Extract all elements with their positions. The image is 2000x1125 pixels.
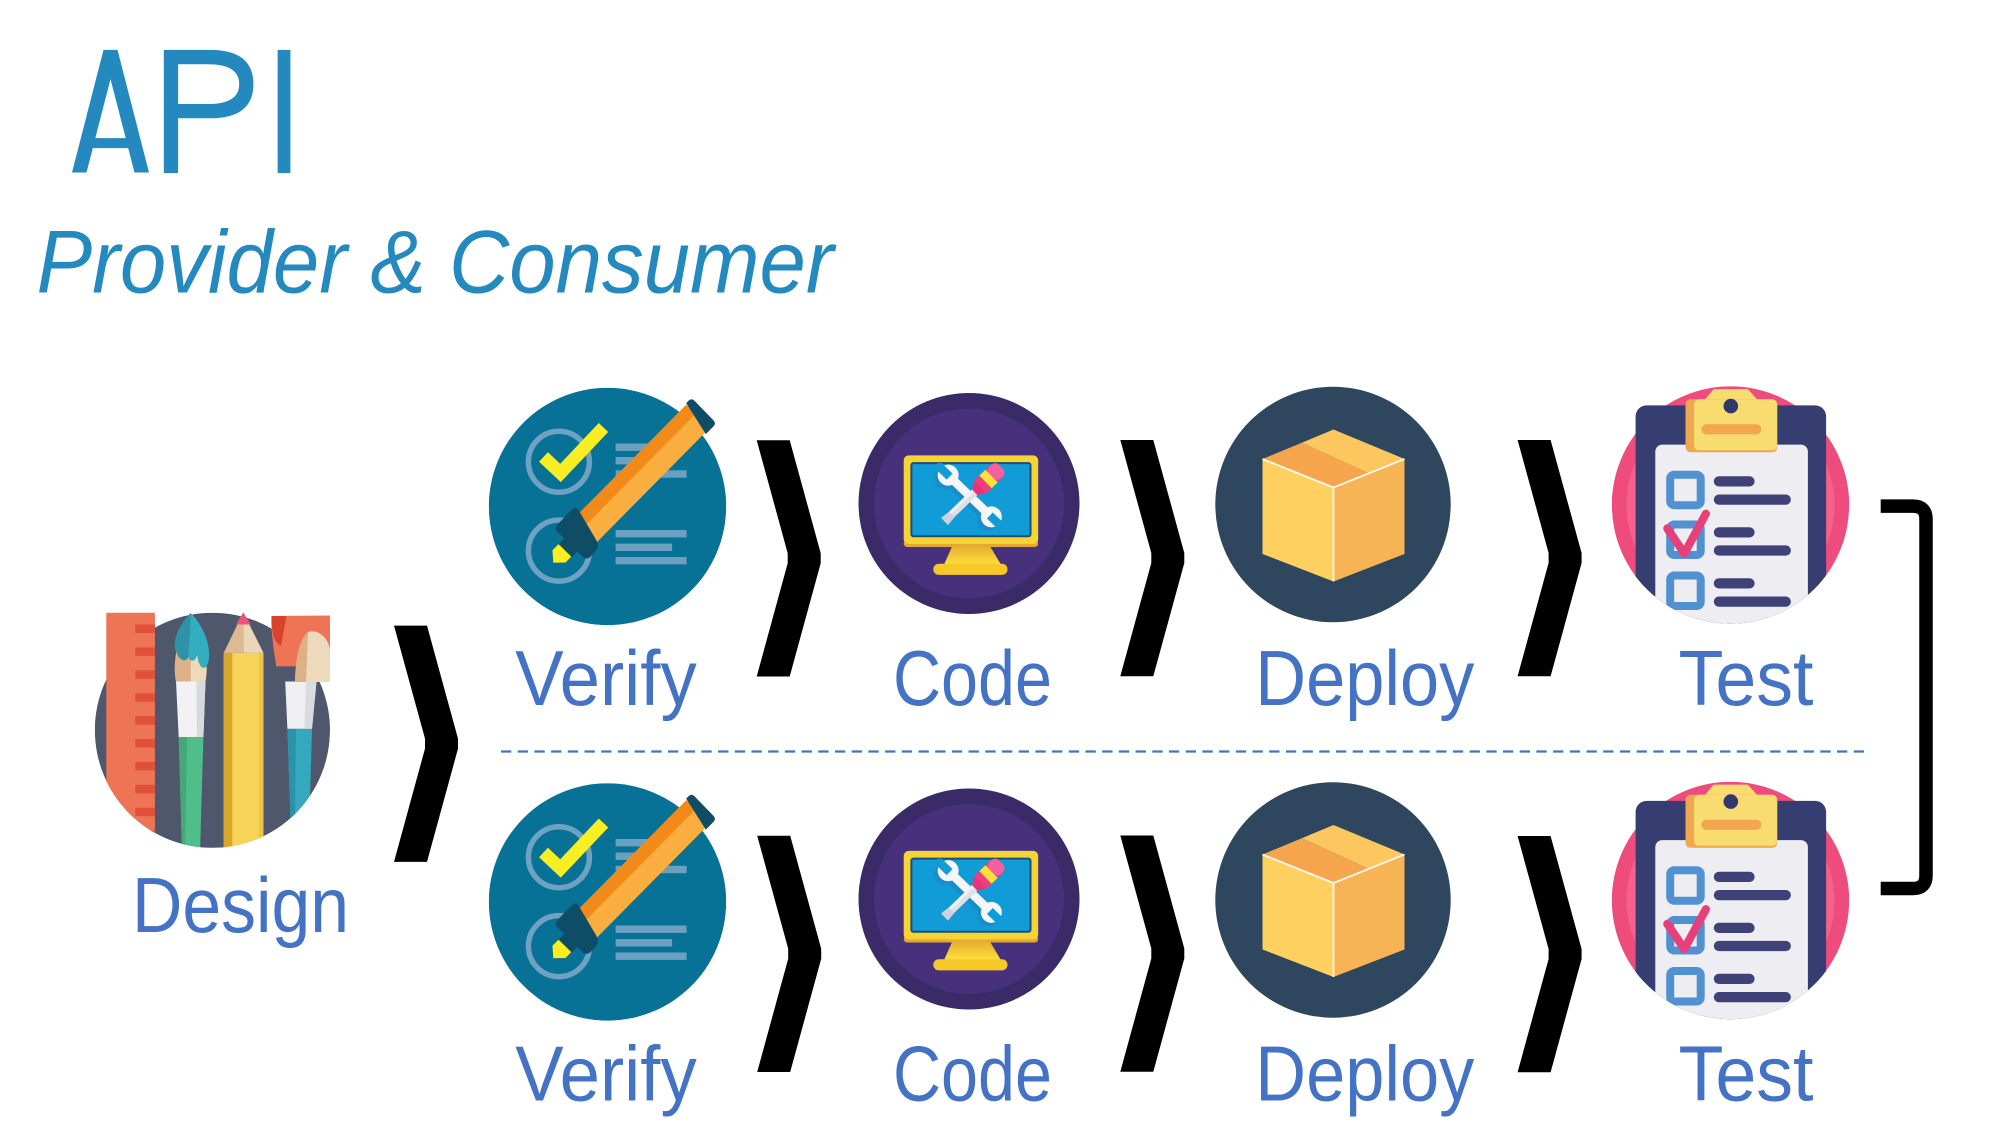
svg-text:Test: Test: [1679, 635, 1814, 723]
svg-text:Code: Code: [893, 1030, 1052, 1117]
svg-text:Verify: Verify: [515, 635, 697, 722]
svg-text:Test: Test: [1679, 1030, 1814, 1118]
svg-text:Code: Code: [893, 635, 1052, 722]
svg-text:Deploy: Deploy: [1255, 1030, 1475, 1117]
svg-text:Provider & Consumer: Provider & Consumer: [37, 213, 837, 312]
svg-text:Deploy: Deploy: [1255, 635, 1475, 722]
svg-text:Design: Design: [132, 861, 349, 949]
svg-text:Verify: Verify: [515, 1030, 697, 1117]
